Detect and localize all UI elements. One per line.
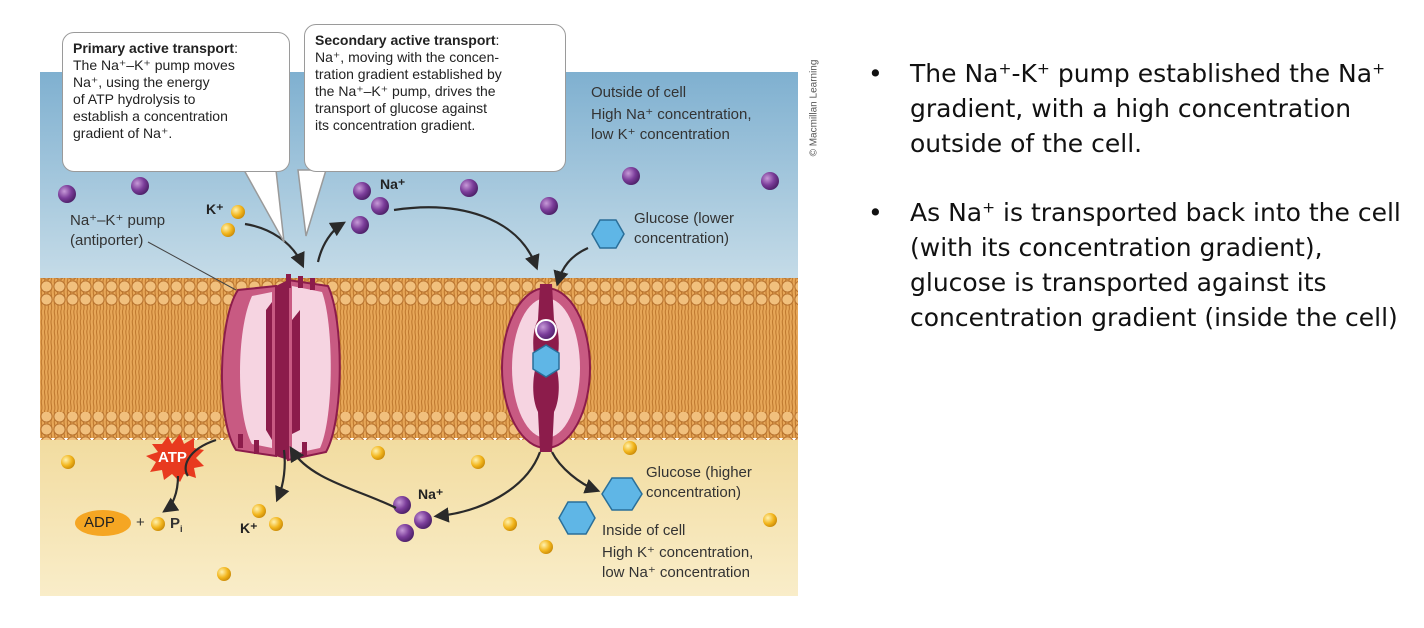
adp-oval — [75, 510, 131, 536]
lipid-bilayer — [40, 278, 798, 440]
inside-cell-line-2: low Na⁺ concentration — [602, 564, 750, 581]
bullet-marker: • — [868, 59, 883, 88]
bullet-text: gradient, with a high concentration outs… — [910, 94, 1352, 158]
superscript: + — [998, 59, 1012, 78]
secondary-callout-colon: : — [495, 32, 500, 48]
potassium-label-top: K⁺ — [206, 201, 224, 217]
pump-label-line-1: Na⁺–K⁺ pump — [70, 212, 166, 229]
bullet-text: As Na — [910, 198, 983, 227]
bullet-item: • The Na+-K+ pump established the Na+ gr… — [866, 56, 1406, 161]
outside-cell-line-1: High Na⁺ concentration, — [591, 106, 752, 123]
sodium-label-bottom: Na⁺ — [418, 486, 444, 502]
secondary-callout-line: tration gradient established by — [315, 66, 502, 82]
primary-transport-callout: Primary active transport: The Na⁺–K⁺ pum… — [62, 32, 290, 172]
primary-callout-colon: : — [234, 40, 238, 56]
glucose-molecules — [558, 219, 643, 535]
phosphate-subscript: i — [180, 524, 183, 534]
superscript: + — [1372, 59, 1386, 78]
atp-label: ATP — [158, 449, 187, 466]
superscript: + — [982, 198, 996, 217]
phosphate-label: Pi — [170, 515, 183, 534]
phosphate-p: P — [170, 515, 181, 532]
pump-label-line-2: (antiporter) — [70, 232, 144, 249]
atp-burst — [146, 434, 204, 482]
glucose-lower-label-1: Glucose (lower — [634, 210, 735, 227]
bullet-text: -K — [1011, 59, 1037, 88]
sodium-label-top: Na⁺ — [380, 176, 406, 192]
primary-callout-line: establish a concentration — [73, 108, 228, 124]
inside-cell-line-1: High K⁺ concentration, — [602, 544, 754, 561]
outside-cell-title: Outside of cell — [591, 84, 687, 101]
flow-arrows — [162, 206, 601, 523]
bullet-text: pump established the Na — [1049, 59, 1373, 88]
outside-cell-line-2: low K⁺ concentration — [591, 126, 730, 143]
secondary-callout-line: its concentration gradient. — [315, 117, 476, 133]
glucose-lower-label-2: concentration) — [634, 230, 730, 247]
primary-callout-heading: Primary active transport — [73, 40, 235, 56]
secondary-transport-callout: Secondary active transport: Na⁺, moving … — [304, 24, 566, 172]
potassium-label-bottom: K⁺ — [240, 520, 258, 536]
glucose-higher-label-2: concentration) — [646, 484, 742, 501]
sodium-ions — [58, 167, 779, 542]
credit-text: © Macmillan Learning — [808, 59, 820, 157]
superscript: + — [1036, 59, 1050, 78]
plus-sign: + — [136, 514, 145, 531]
diagram-canvas — [40, 20, 798, 596]
primary-callout-line: The Na⁺–K⁺ pump moves — [73, 57, 235, 73]
explanation-bullets: • The Na+-K+ pump established the Na+ gr… — [866, 56, 1406, 335]
transport-diagram: Primary active transport: The Na⁺–K⁺ pum… — [40, 20, 798, 596]
secondary-callout-heading: Secondary active transport — [315, 32, 496, 48]
glucose-higher-label-1: Glucose (higher — [646, 464, 752, 481]
bullet-text: is transported back into the cell (with … — [910, 198, 1401, 332]
bound-sodium-ion — [535, 319, 557, 341]
secondary-callout-line: the Na⁺–K⁺ pump, drives the — [315, 83, 496, 99]
bullet-item: • As Na+ is transported back into the ce… — [866, 195, 1406, 335]
secondary-callout-line: Na⁺, moving with the concen- — [315, 49, 500, 65]
bullet-text: The Na — [910, 59, 999, 88]
primary-callout-line: Na⁺, using the energy — [73, 74, 210, 90]
adp-label: ADP — [84, 514, 115, 531]
primary-callout-line: of ATP hydrolysis to — [73, 91, 196, 107]
primary-callout-line: gradient of Na⁺. — [73, 125, 173, 141]
pump-leader-line — [147, 241, 237, 291]
inside-cell-title: Inside of cell — [602, 522, 686, 539]
sodium-potassium-pump — [221, 274, 341, 462]
potassium-ions — [61, 205, 777, 581]
bullet-marker: • — [868, 198, 883, 227]
image-credit: © Macmillan Learning — [806, 20, 822, 196]
secondary-callout-line: transport of glucose against — [315, 100, 487, 116]
bound-glucose-molecule — [532, 344, 560, 378]
